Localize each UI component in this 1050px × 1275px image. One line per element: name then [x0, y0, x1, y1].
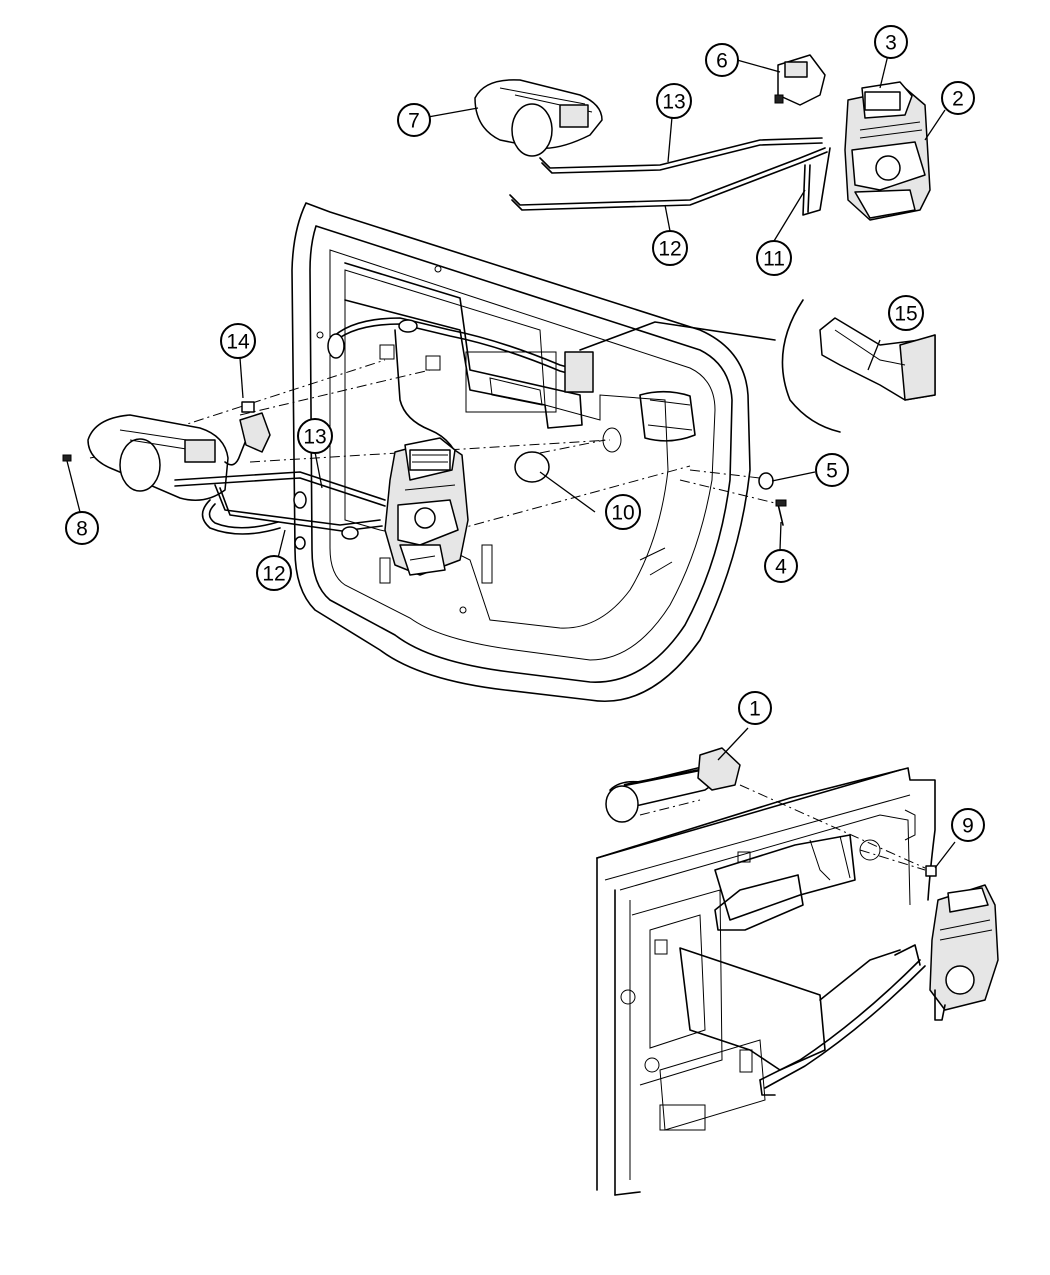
callout-5: 5: [815, 453, 849, 487]
callout-7-label: 7: [408, 110, 420, 133]
callout-8-label: 8: [76, 518, 88, 541]
callout-7: 7: [397, 103, 431, 137]
callout-13-main-label: 13: [303, 426, 326, 449]
latch-2: [844, 81, 931, 221]
callout-11-label: 11: [763, 248, 785, 271]
callout-10: 10: [605, 494, 641, 530]
callout-3-label: 3: [885, 32, 897, 55]
plug-10: [514, 451, 550, 483]
bumper-5: [758, 472, 774, 490]
rod-11: [802, 147, 831, 216]
rod-13-top: [539, 137, 823, 174]
callout-15: 15: [888, 295, 924, 331]
callout-12-main: 12: [256, 555, 292, 591]
latch-front: [894, 884, 999, 1021]
callout-13-main: 13: [297, 418, 333, 454]
callout-15-label: 15: [894, 303, 917, 326]
callout-6-label: 6: [716, 50, 728, 73]
alignment-lines-front: [639, 784, 926, 871]
handle-7: [474, 79, 603, 157]
rods-main: [174, 471, 386, 550]
rear-door-inner-panel: [291, 202, 776, 702]
handle-1: [605, 747, 741, 823]
leader-lines: [66, 54, 956, 869]
switch-6: [774, 54, 826, 106]
callout-5-label: 5: [826, 460, 838, 483]
callout-12-top-label: 12: [658, 238, 681, 261]
front-door-inner-panel: [596, 767, 936, 1196]
screw-4: [775, 499, 787, 526]
callout-3: 3: [874, 25, 908, 59]
callout-4: 4: [764, 549, 798, 583]
callout-13-top: 13: [656, 83, 692, 119]
callout-10-label: 10: [611, 502, 634, 525]
callout-11: 11: [756, 240, 792, 276]
callout-14-label: 14: [226, 331, 250, 354]
callout-12-main-label: 12: [262, 563, 285, 586]
callout-2: 2: [941, 81, 975, 115]
inset-detail-15: [781, 299, 936, 433]
callout-6: 6: [705, 43, 739, 77]
callout-9: 9: [951, 808, 985, 842]
callout-14: 14: [220, 323, 256, 359]
callout-12-top: 12: [652, 230, 688, 266]
callout-4-label: 4: [775, 556, 787, 579]
latch-assembly-main: [384, 437, 469, 576]
callout-8: 8: [65, 511, 99, 545]
nut-9: [925, 865, 937, 877]
callout-13-top-label: 13: [662, 91, 685, 114]
callout-1: 1: [738, 691, 772, 725]
rod-12-top: [509, 147, 828, 211]
callout-2-label: 2: [952, 88, 964, 111]
outside-handle-assembly-main: [62, 401, 271, 501]
callout-9-label: 9: [962, 815, 974, 838]
callout-1-label: 1: [749, 698, 761, 721]
